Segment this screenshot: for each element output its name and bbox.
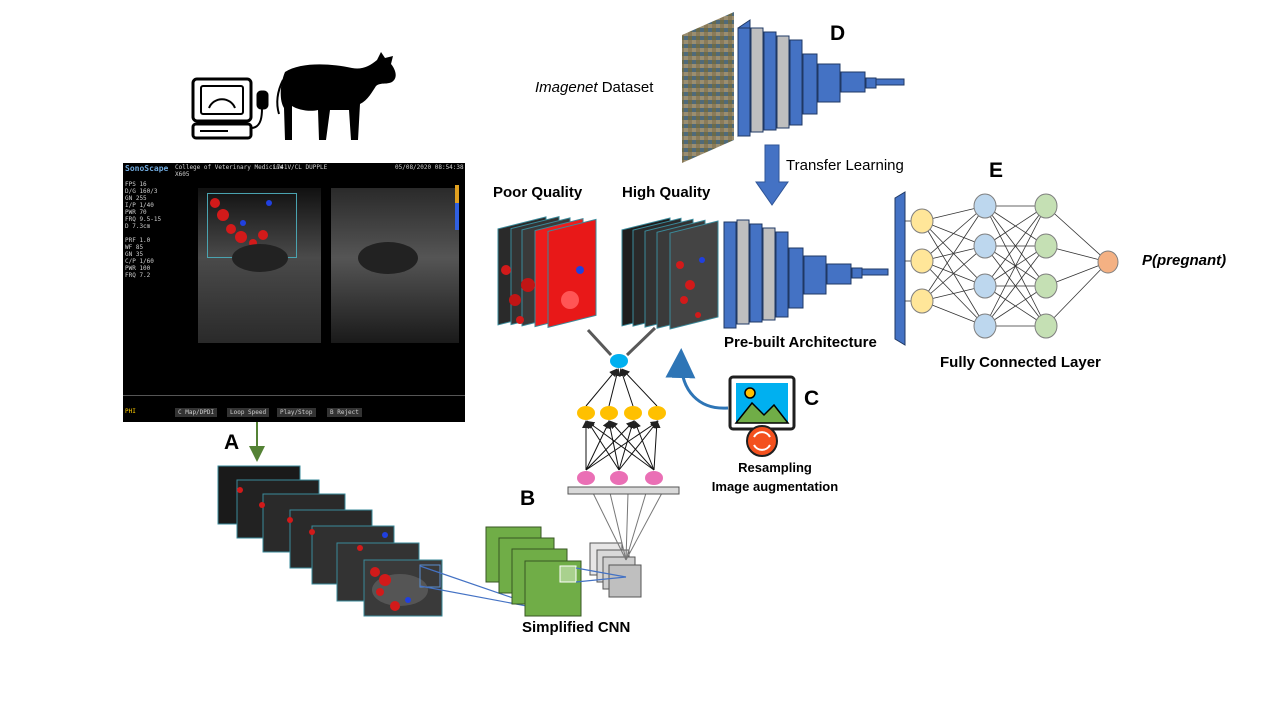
doppler-flow xyxy=(210,185,459,274)
fully-connected-network xyxy=(894,191,1119,346)
resampling-label: Resampling xyxy=(738,460,812,475)
transfer-learning-label: Transfer Learning xyxy=(786,157,904,174)
imagenet-italic: Imagenet xyxy=(535,79,598,96)
us-tab-cmap: C Map/DPDI xyxy=(175,408,218,417)
ultrasound-screenshot: SonoScape College of Veterinary Medicine… xyxy=(123,163,465,422)
us-probe: L741V/CL DUPPLE xyxy=(273,164,328,171)
us-date: 05/08/2020 08:54:38 xyxy=(395,164,464,171)
us-tab-play: Play/Stop xyxy=(277,408,316,417)
us-phi: PHI xyxy=(125,408,136,415)
simplified-cnn-label: Simplified CNN xyxy=(522,619,631,636)
us-params: FPS 16 D/G 160/3 GN 255 I/P 1/40 PWR 70 … xyxy=(125,181,162,279)
mini-neural-network xyxy=(567,326,680,495)
label-b: B xyxy=(520,487,536,510)
imagenet-mosaic xyxy=(682,12,734,163)
us-brand: SonoScape xyxy=(125,164,169,173)
prebuilt-cnn xyxy=(723,219,889,329)
imagenet-label: Imagenet Dataset xyxy=(535,79,653,96)
fully-connected-label: Fully Connected Layer xyxy=(940,354,1101,371)
us-tab-reject: B Reject xyxy=(327,408,362,417)
label-d: D xyxy=(830,22,846,45)
label-c: C xyxy=(804,387,820,410)
us-code: X605 xyxy=(175,171,190,178)
pretrained-cnn-top xyxy=(737,19,905,137)
high-quality-stack xyxy=(621,217,719,330)
ultrasound-machine-icon xyxy=(191,77,269,140)
prebuilt-architecture-label: Pre-built Architecture xyxy=(724,334,877,351)
ultrasound-frame-stack xyxy=(217,465,549,617)
p-pregnant-label: P(pregnant) xyxy=(1142,252,1227,269)
us-header: College of Veterinary Medicine xyxy=(175,164,284,171)
image-augmentation-icon xyxy=(728,375,796,457)
high-quality-label: High Quality xyxy=(622,184,711,201)
augmentation-curved-arrow xyxy=(665,348,729,410)
us-tab-loop: Loop Speed xyxy=(227,408,270,417)
label-e: E xyxy=(989,159,1004,182)
label-a: A xyxy=(224,431,240,454)
imagenet-rest: Dataset xyxy=(597,79,654,96)
poor-quality-label: Poor Quality xyxy=(493,184,583,201)
poor-quality-stack xyxy=(497,216,597,328)
augmentation-label: Image augmentation xyxy=(711,479,839,494)
transfer-learning-arrow xyxy=(755,144,789,206)
cow-silhouette-icon xyxy=(276,52,396,140)
simplified-cnn-block xyxy=(485,492,663,617)
